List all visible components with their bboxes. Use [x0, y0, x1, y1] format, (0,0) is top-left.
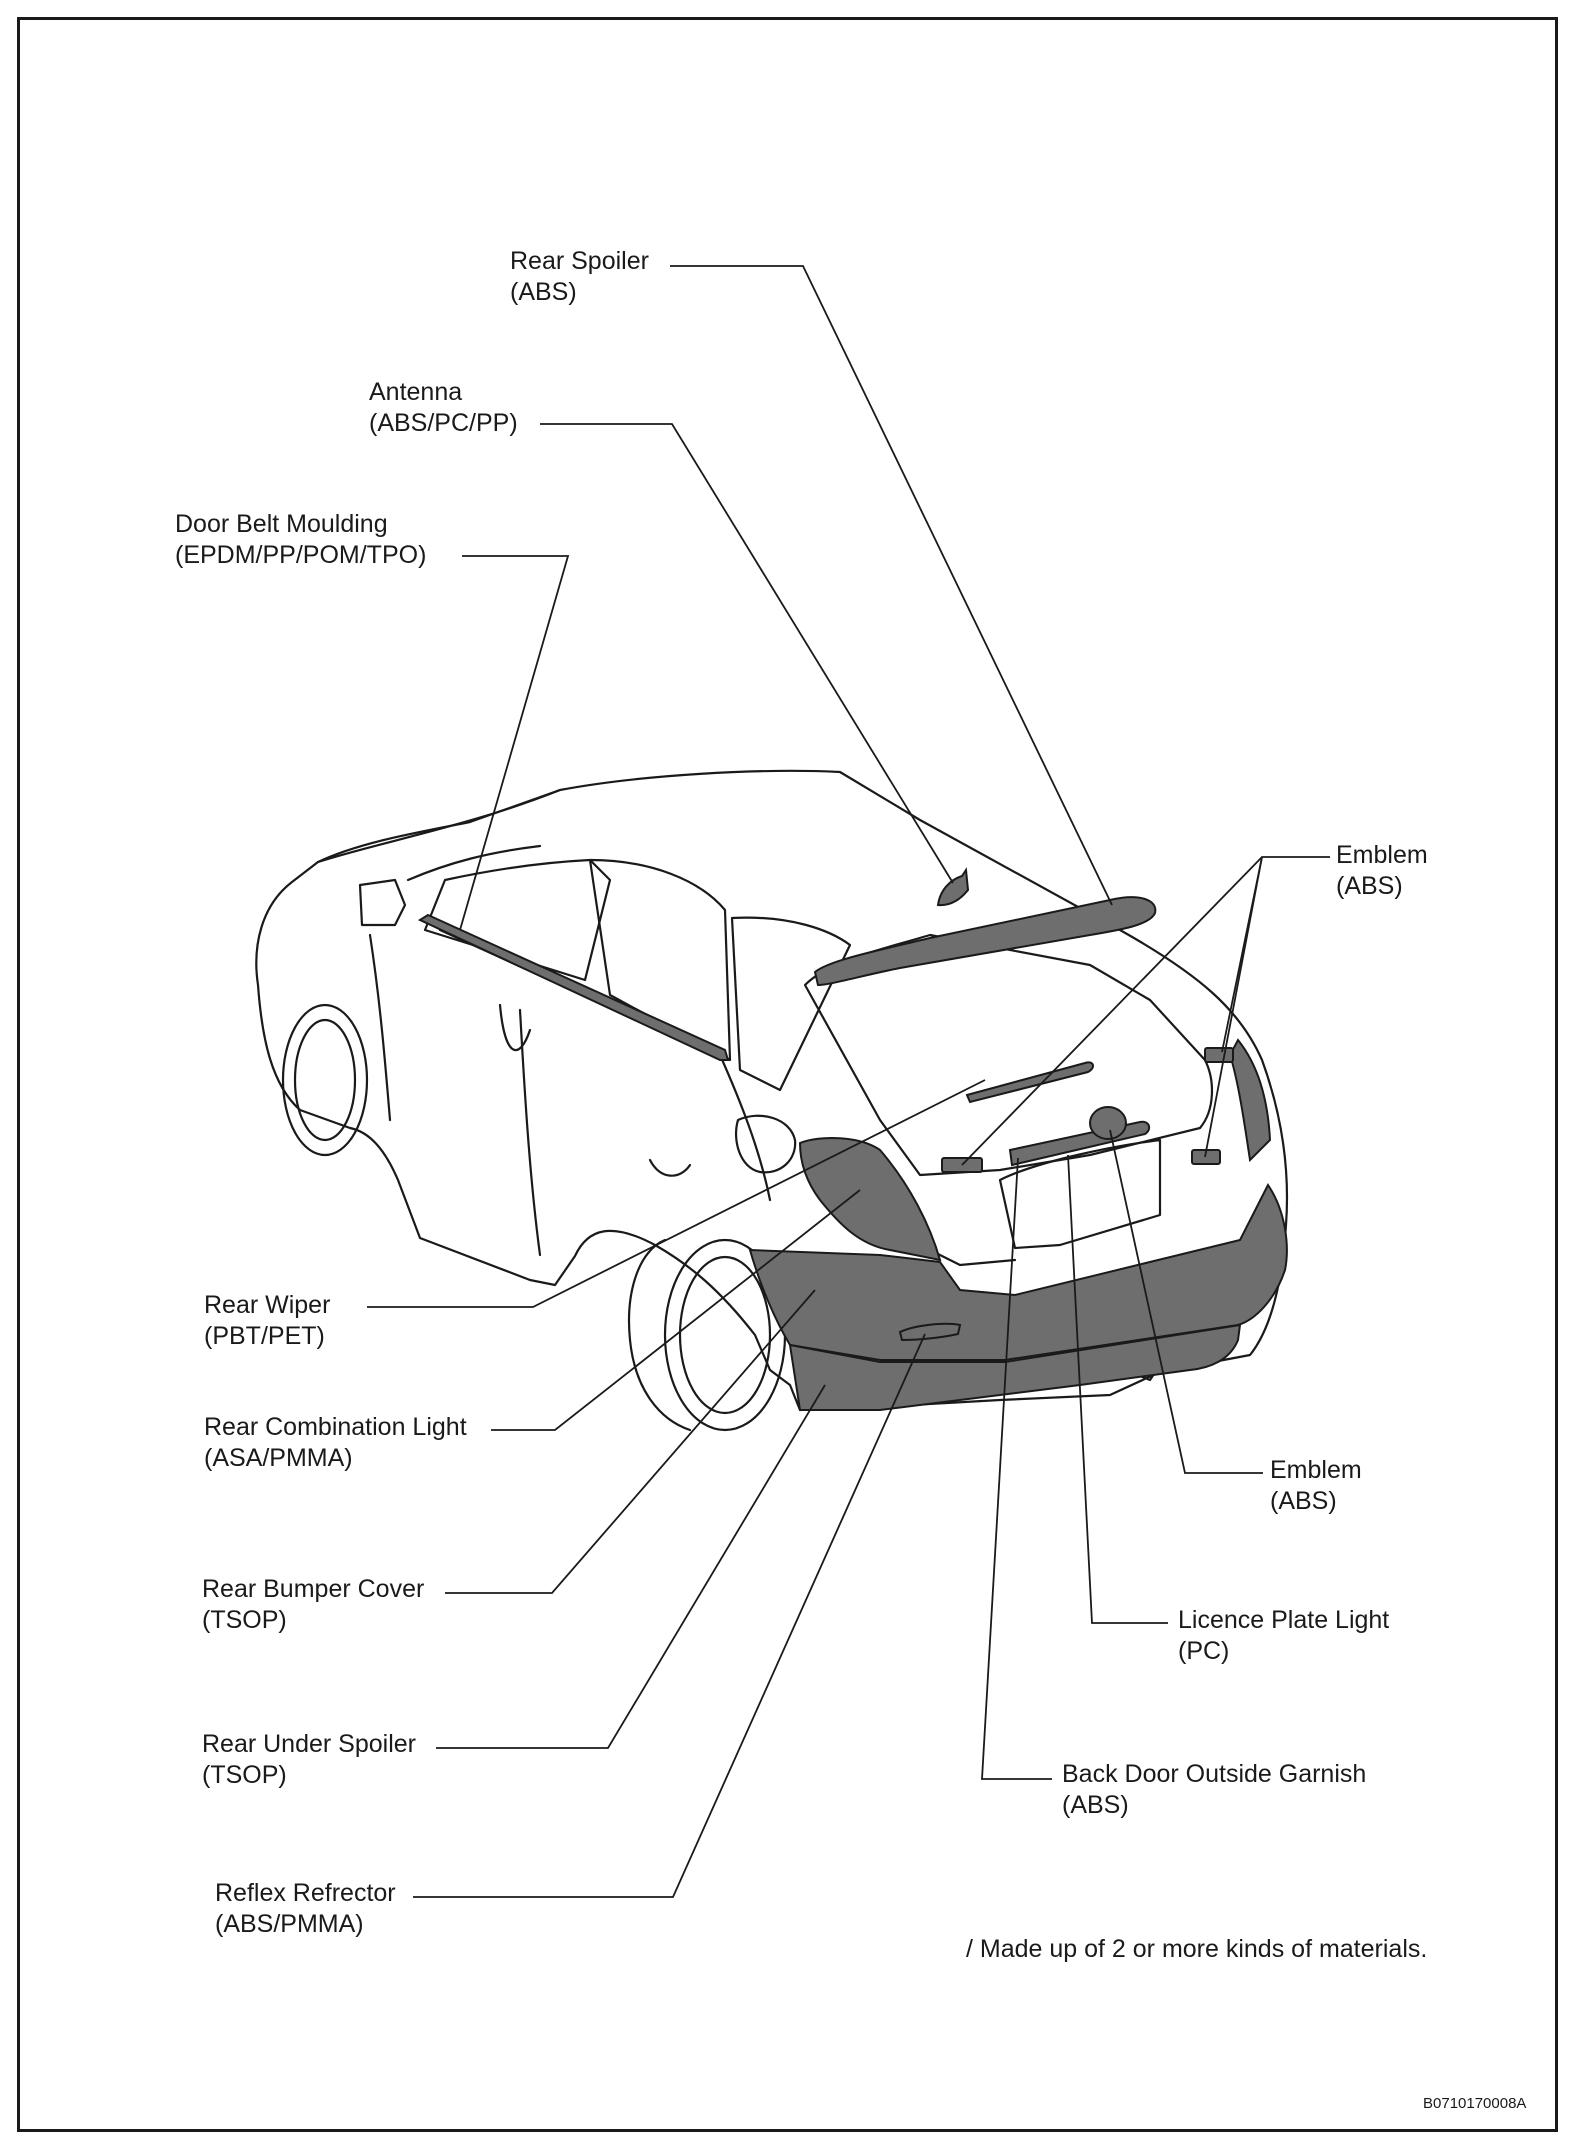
rear-spoiler-part	[813, 896, 1157, 987]
label-reflex-refrector: Reflex Refrector (ABS/PMMA)	[215, 1879, 396, 1938]
label-rear-spoiler: Rear Spoiler (ABS)	[510, 247, 649, 306]
leader-rear-spoiler	[670, 265, 1113, 906]
label-rear-bumper-cover: Rear Bumper Cover (TSOP)	[202, 1575, 425, 1634]
rear-wiper-part	[965, 1061, 1094, 1104]
reflex-refrector-part	[898, 1322, 962, 1342]
leader-rear-under-spoiler	[436, 1384, 826, 1749]
highlighted-parts	[417, 867, 1288, 1411]
label-licence-plate-light: Licence Plate Light (PC)	[1178, 1606, 1390, 1665]
label-back-door-outside-garnish: Back Door Outside Garnish (ABS)	[1062, 1760, 1367, 1819]
leader-lines	[367, 265, 1330, 1898]
leader-emblem-top-c	[1204, 856, 1263, 1158]
leader-rear-bumper-cover	[445, 1289, 816, 1594]
leader-emblem-right	[1109, 1129, 1263, 1474]
figure-code: B0710170008A	[1423, 2095, 1527, 2112]
leader-rear-combination-light	[491, 1189, 861, 1431]
rear-bumper-cover-part	[748, 1183, 1288, 1361]
label-rear-combination-light: Rear Combination Light (ASA/PMMA)	[204, 1413, 467, 1472]
rear-under-spoiler-part	[788, 1323, 1242, 1411]
door-belt-moulding-part	[417, 913, 730, 1061]
label-rear-wiper: Rear Wiper (PBT/PET)	[204, 1291, 331, 1350]
antenna-part	[936, 867, 970, 907]
rear-combination-light-left-part	[798, 1136, 942, 1262]
back-door-outside-garnish-part	[1008, 1120, 1151, 1167]
label-rear-under-spoiler: Rear Under Spoiler (TSOP)	[202, 1730, 416, 1789]
leader-back-door-outside-garnish	[981, 1157, 1052, 1780]
footnote: / Made up of 2 or more kinds of material…	[966, 1935, 1428, 1963]
leader-reflex-refrector	[413, 1333, 926, 1898]
label-emblem-right: Emblem (ABS)	[1270, 1456, 1362, 1515]
emblem-center-part	[1089, 1106, 1127, 1140]
leader-rear-wiper	[367, 1079, 986, 1308]
emblem-right-top-part	[1204, 1047, 1234, 1063]
leader-antenna	[540, 423, 954, 884]
label-antenna: Antenna (ABS/PC/PP)	[369, 378, 518, 437]
label-door-belt-moulding: Door Belt Moulding (EPDM/PP/POM/TPO)	[175, 510, 427, 569]
rear-combination-light-right-part	[1228, 1038, 1272, 1163]
label-emblem-top: Emblem (ABS)	[1336, 841, 1428, 900]
leader-licence-plate-light	[1067, 1154, 1168, 1624]
leader-door-belt-moulding	[459, 555, 570, 931]
